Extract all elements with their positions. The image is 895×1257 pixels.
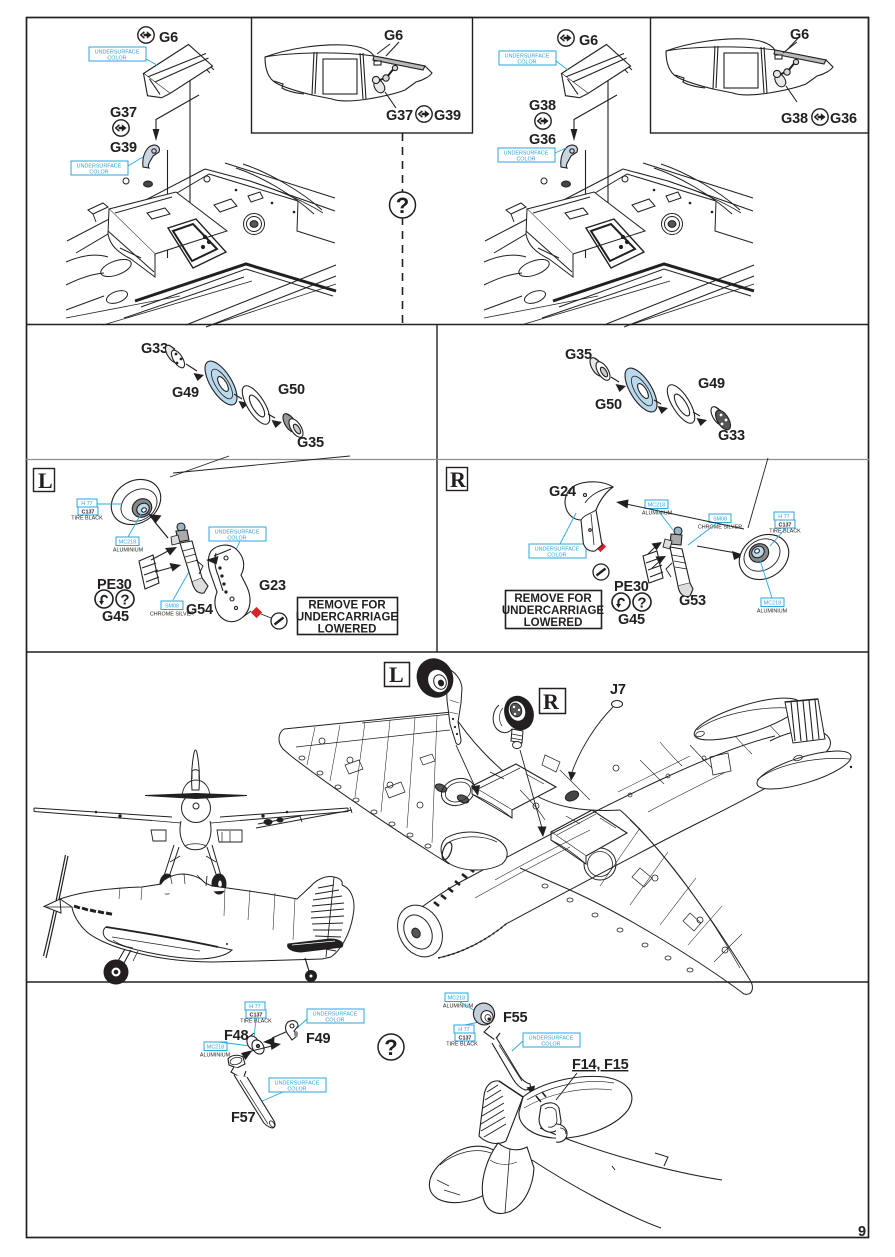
svg-text:ALUMINIUM: ALUMINIUM xyxy=(113,548,144,554)
svg-text:G45: G45 xyxy=(618,612,645,628)
svg-text:COLOR: COLOR xyxy=(541,1042,560,1048)
svg-text:REMOVE FOR: REMOVE FOR xyxy=(514,593,592,605)
svg-text:COLOR: COLOR xyxy=(516,157,535,163)
svg-text:MC218: MC218 xyxy=(207,1045,224,1051)
svg-text:COLOR: COLOR xyxy=(325,1018,344,1024)
svg-text:G45: G45 xyxy=(102,609,129,625)
svg-text:?: ? xyxy=(384,1035,397,1060)
svg-text:TIRE BLACK: TIRE BLACK xyxy=(769,529,801,535)
svg-text:R: R xyxy=(450,467,467,492)
svg-text:G38: G38 xyxy=(781,111,808,127)
svg-text:C137: C137 xyxy=(779,522,792,528)
svg-text:L: L xyxy=(38,468,53,493)
svg-text:G6: G6 xyxy=(579,33,598,49)
svg-text:UNDERSURFACE: UNDERSURFACE xyxy=(215,530,260,536)
svg-text:G50: G50 xyxy=(595,397,622,413)
svg-text:CHROME SILVER: CHROME SILVER xyxy=(150,612,194,618)
svg-text:G35: G35 xyxy=(297,435,324,451)
svg-text:G36: G36 xyxy=(529,132,556,148)
svg-text:G35: G35 xyxy=(565,347,592,363)
svg-text:ALUMINIUM: ALUMINIUM xyxy=(200,1053,231,1059)
svg-text:F48: F48 xyxy=(224,1028,249,1044)
svg-text:TIRE BLACK: TIRE BLACK xyxy=(446,1042,478,1048)
svg-text:SM08: SM08 xyxy=(713,517,727,523)
svg-text:J7: J7 xyxy=(610,682,626,698)
svg-text:UNDERSURFACE: UNDERSURFACE xyxy=(529,1036,574,1042)
svg-text:COLOR: COLOR xyxy=(107,56,126,62)
svg-text:?: ? xyxy=(396,193,409,218)
svg-text:C137: C137 xyxy=(250,1012,263,1018)
svg-text:9: 9 xyxy=(858,1224,866,1240)
svg-text:UNDERSURFACE: UNDERSURFACE xyxy=(505,54,550,60)
svg-text:F57: F57 xyxy=(231,1110,256,1126)
svg-text:UNDERSURFACE: UNDERSURFACE xyxy=(95,50,140,56)
svg-text:H 77: H 77 xyxy=(81,501,92,507)
svg-text:COLOR: COLOR xyxy=(227,536,246,542)
svg-text:MC218: MC218 xyxy=(764,601,781,607)
svg-text:UNDERSURFACE: UNDERSURFACE xyxy=(77,164,122,170)
svg-text:CHROME SILVER: CHROME SILVER xyxy=(698,525,742,531)
svg-text:COLOR: COLOR xyxy=(287,1087,306,1093)
svg-text:G33: G33 xyxy=(718,428,745,444)
svg-text:G6: G6 xyxy=(790,27,809,43)
svg-text:MC218: MC218 xyxy=(448,996,465,1002)
svg-text:COLOR: COLOR xyxy=(517,60,536,66)
svg-text:TIRE BLACK: TIRE BLACK xyxy=(240,1019,272,1025)
svg-text:G6: G6 xyxy=(159,30,178,46)
svg-text:MC218: MC218 xyxy=(648,503,665,509)
svg-text:COLOR: COLOR xyxy=(89,170,108,176)
svg-text:G38: G38 xyxy=(529,98,556,114)
svg-text:R: R xyxy=(543,689,560,714)
svg-text:H 77: H 77 xyxy=(458,1027,469,1033)
svg-text:F55: F55 xyxy=(503,1010,528,1026)
svg-text:LOWERED: LOWERED xyxy=(318,624,377,636)
svg-text:G39: G39 xyxy=(434,108,461,124)
svg-text:G49: G49 xyxy=(698,376,725,392)
svg-text:ALUMINIUM: ALUMINIUM xyxy=(443,1004,474,1010)
svg-text:LOWERED: LOWERED xyxy=(524,617,583,629)
svg-text:COLOR: COLOR xyxy=(547,553,566,559)
svg-text:G24: G24 xyxy=(549,484,576,500)
svg-text:H 77: H 77 xyxy=(249,1004,260,1010)
svg-text:UNDERSURFACE: UNDERSURFACE xyxy=(275,1081,320,1087)
svg-text:G36: G36 xyxy=(830,111,857,127)
svg-text:G23: G23 xyxy=(259,578,286,594)
svg-text:REMOVE FOR: REMOVE FOR xyxy=(308,600,386,612)
svg-text:UNDERSURFACE: UNDERSURFACE xyxy=(535,547,580,553)
svg-text:G39: G39 xyxy=(110,140,137,156)
svg-text:C137: C137 xyxy=(459,1035,472,1041)
svg-text:PE30: PE30 xyxy=(614,579,649,595)
svg-text:ALUMINIUM: ALUMINIUM xyxy=(757,609,788,615)
svg-text:ALUMINIUM: ALUMINIUM xyxy=(642,511,673,517)
svg-text:F14, F15: F14, F15 xyxy=(572,1057,629,1073)
svg-text:C137: C137 xyxy=(82,509,95,515)
svg-text:H 77: H 77 xyxy=(778,514,789,520)
svg-text:G49: G49 xyxy=(172,385,199,401)
svg-text:G33: G33 xyxy=(141,341,168,357)
svg-text:TIRE BLACK: TIRE BLACK xyxy=(71,516,103,522)
svg-text:UNDERCARRIAGE: UNDERCARRIAGE xyxy=(502,605,605,617)
svg-text:UNDERSURFACE: UNDERSURFACE xyxy=(504,151,549,157)
svg-text:MC218: MC218 xyxy=(119,540,136,546)
svg-text:PE30: PE30 xyxy=(97,577,132,593)
svg-text:UNDERSURFACE: UNDERSURFACE xyxy=(313,1012,358,1018)
svg-text:G37: G37 xyxy=(110,105,137,121)
svg-text:F49: F49 xyxy=(306,1031,331,1047)
svg-text:G54: G54 xyxy=(186,602,213,618)
svg-text:UNDERCARRIAGE: UNDERCARRIAGE xyxy=(296,612,399,624)
svg-text:SM08: SM08 xyxy=(165,604,179,610)
svg-text:G6: G6 xyxy=(384,28,403,44)
svg-text:L: L xyxy=(389,662,404,687)
svg-text:G50: G50 xyxy=(278,382,305,398)
svg-text:G37: G37 xyxy=(386,108,413,124)
